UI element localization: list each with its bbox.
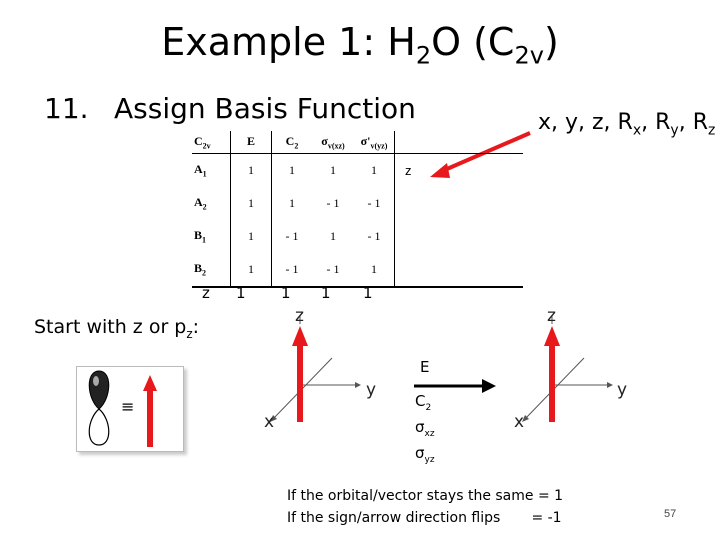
- z-row-value: 1: [281, 284, 291, 302]
- z-axis-label: z: [295, 306, 304, 326]
- z-row-value: 1: [363, 284, 373, 302]
- equivalence-symbol: ≡: [121, 397, 135, 416]
- operation-c2: C2: [415, 392, 432, 413]
- character-table-header: C2v E C2 σv(xz) σ'v(yz): [192, 131, 523, 154]
- table-row: B2 1 - 1 - 1 1: [192, 253, 523, 288]
- table-row: B1 1 - 1 1 - 1: [192, 220, 523, 253]
- coordinate-axes-before: [270, 316, 361, 422]
- page-number: 57: [664, 508, 677, 520]
- y-axis-label: y: [366, 380, 377, 400]
- basis-functions-label: x, y, z, Rx, Ry, Rz: [538, 110, 716, 139]
- slide-title: Example 1: H2O (C2v): [161, 20, 559, 70]
- basis-cell: [394, 253, 523, 288]
- start-instruction: Start with z or pz:: [34, 316, 200, 341]
- coordinate-axes-after: [522, 316, 613, 422]
- character-table: C2v E C2 σv(xz) σ'v(yz) A1 1 1 1 1 z A2 …: [192, 131, 523, 288]
- operation-sigma-xz: σxz: [415, 418, 435, 439]
- pz-orbital-box: ≡: [76, 366, 184, 452]
- z-row-label: z: [202, 284, 210, 302]
- table-row: A2 1 1 - 1 - 1: [192, 187, 523, 220]
- z-row-value: 1: [236, 284, 246, 302]
- x-axis-label: x: [514, 412, 525, 432]
- z-row-value: 1: [321, 284, 331, 302]
- pz-orbital-icon: [88, 370, 157, 447]
- section-heading: 11. Assign Basis Function: [44, 92, 416, 125]
- table-row: A1 1 1 1 1 z: [192, 153, 523, 187]
- basis-cell: [395, 187, 524, 220]
- operation-e: E: [420, 358, 430, 376]
- rule-same: If the orbital/vector stays the same = 1: [287, 488, 564, 504]
- y-axis-label: y: [617, 380, 628, 400]
- x-axis-label: x: [264, 412, 275, 432]
- basis-cell: z: [405, 163, 412, 178]
- rule-flip: If the sign/arrow direction flips = -1: [287, 510, 562, 526]
- operation-sigma-yz: σyz: [415, 444, 435, 465]
- basis-cell: [395, 220, 524, 253]
- section-text: Assign Basis Function: [114, 92, 416, 125]
- z-axis-label: z: [547, 306, 556, 326]
- section-number: 11.: [44, 92, 89, 125]
- operation-arrow-icon: [414, 379, 496, 393]
